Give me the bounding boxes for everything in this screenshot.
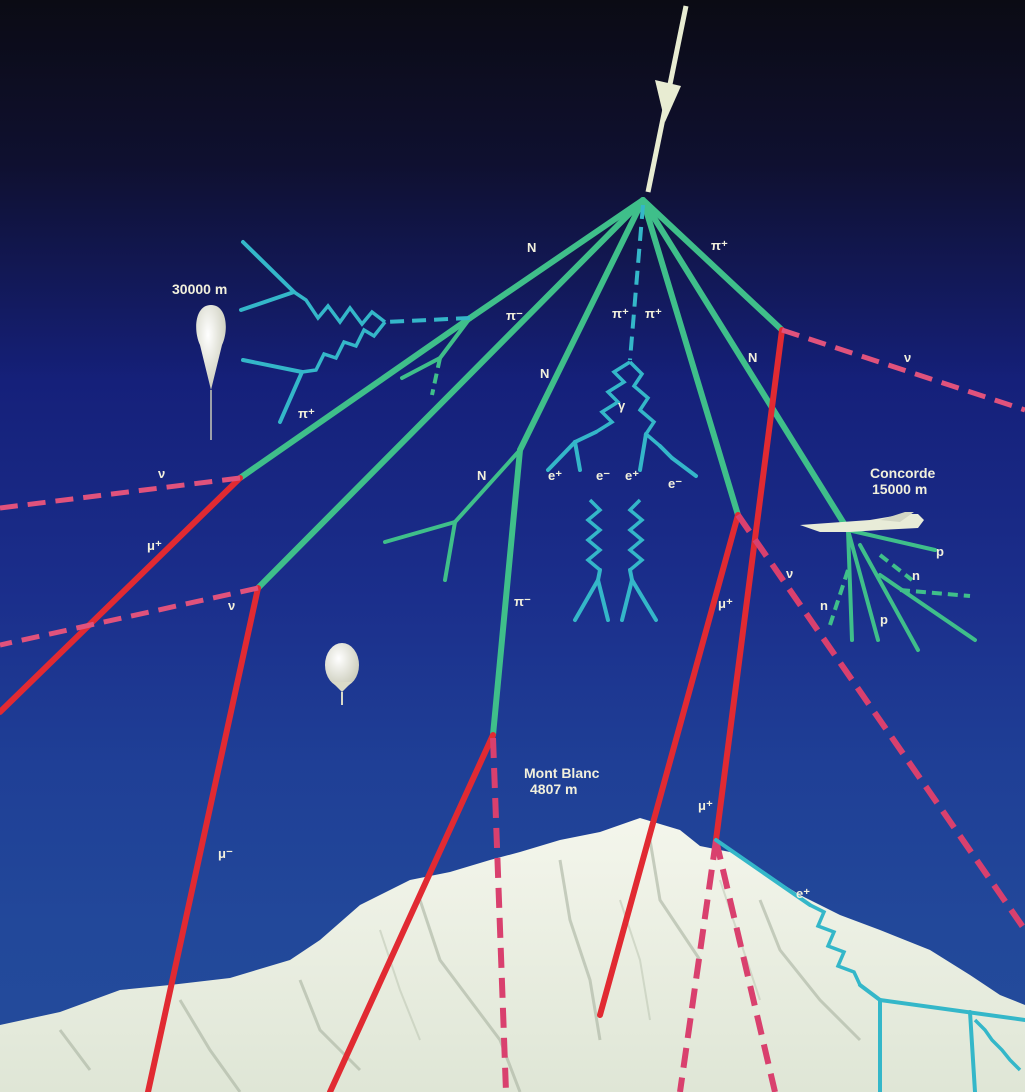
concorde-label-line-1: Concorde: [870, 465, 936, 481]
particle-label-N: N: [527, 240, 536, 255]
particle-label-nu: ν: [228, 598, 235, 613]
concorde-aircraft-icon: [800, 512, 924, 532]
mont-blanc-label-line-2: 4807 m: [530, 781, 577, 797]
neutrino-tracks: [0, 327, 1025, 1092]
particle-label-pi-minus: π⁻: [514, 594, 531, 609]
particle-label-e-minus: e⁻: [596, 468, 610, 483]
particle-label-e-plus: e⁺: [625, 468, 639, 483]
concorde-label-line-2: 15000 m: [872, 481, 927, 497]
particle-label-gamma: γ: [618, 398, 626, 413]
neutral-pion-track-left: [384, 316, 471, 324]
weather-balloon-icon: [325, 643, 359, 705]
particle-label-n: n: [912, 568, 920, 583]
particle-label-e-plus: e⁺: [548, 468, 562, 483]
particle-label-e-plus: e⁺: [796, 886, 810, 901]
particle-label-mu-plus: μ⁺: [147, 538, 162, 553]
particle-label-pi-plus: π⁺: [298, 406, 315, 421]
mont-blanc-label-line-1: Mont Blanc: [524, 765, 600, 781]
particle-label-pi-plus: π⁺: [612, 306, 629, 321]
particle-label-mu-plus: μ⁺: [698, 798, 713, 813]
particle-label-pi-plus: π⁺: [645, 306, 662, 321]
em-cascade-left: [239, 240, 387, 424]
concorde-label: Concorde 15000 m: [870, 465, 939, 497]
particle-label-pi-plus: π⁺: [711, 238, 728, 253]
particle-label-N: N: [540, 366, 549, 381]
particle-label-nu: ν: [786, 566, 793, 581]
high-altitude-balloon-icon: [196, 305, 226, 440]
particle-label-pi-minus: π⁻: [506, 308, 523, 323]
hadron-tracks: [237, 197, 977, 738]
em-cascade-center: [546, 360, 698, 622]
electron-track-low: [714, 838, 1025, 1092]
particle-label-p: p: [936, 544, 944, 559]
mountain-icon: [0, 818, 1025, 1092]
particle-label-nu: ν: [158, 466, 165, 481]
muon-tracks: [0, 327, 785, 1092]
particle-label-e-minus: e⁻: [668, 476, 682, 491]
particle-label-N: N: [477, 468, 486, 483]
balloon-altitude-label: 30000 m: [172, 281, 227, 297]
particle-label-n: n: [820, 598, 828, 613]
neutral-pion-track: [628, 204, 645, 361]
mont-blanc-label: Mont Blanc 4807 m: [524, 765, 603, 797]
particle-label-mu-plus: μ⁺: [718, 596, 733, 611]
particle-label-N: N: [748, 350, 757, 365]
incoming-arrow-icon: [645, 5, 689, 193]
particle-label-mu-minus: μ⁻: [218, 846, 233, 861]
particle-label-nu: ν: [904, 350, 911, 365]
particle-label-p: p: [880, 612, 888, 627]
